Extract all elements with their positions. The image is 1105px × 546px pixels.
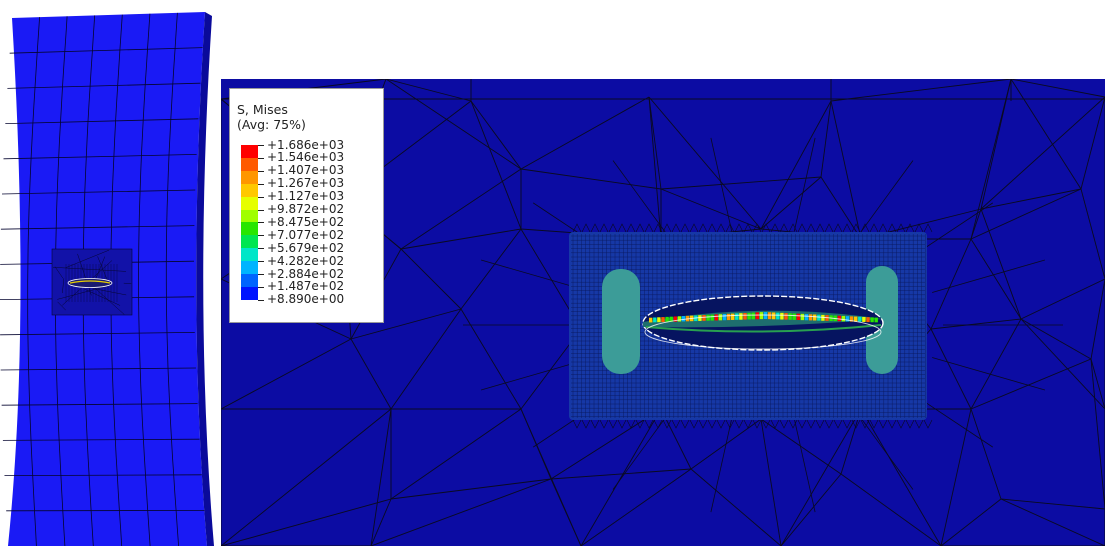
hole [643, 296, 883, 350]
legend-value: +7.077e+02 [267, 229, 344, 242]
legend-swatch [241, 184, 258, 197]
legend-tick [258, 274, 264, 275]
legend-tick [258, 248, 264, 249]
legend-tick [258, 210, 264, 211]
legend-tick [258, 171, 264, 172]
legend-value: +4.282e+02 [267, 255, 344, 268]
legend-tick [258, 300, 264, 301]
deformed-plate [0, 12, 214, 546]
stress-legend: S, Mises (Avg: 75%) +1.686e+03+1.546e+03… [229, 88, 384, 323]
legend-value: +5.679e+02 [267, 242, 344, 255]
plate-view [0, 0, 215, 546]
legend-swatch [241, 171, 258, 184]
legend-swatch [241, 210, 258, 223]
legend-swatch [241, 197, 258, 210]
legend-value: +8.475e+02 [267, 216, 344, 229]
legend-tick [258, 222, 264, 223]
legend-tick [258, 287, 264, 288]
legend-swatch [241, 274, 258, 287]
legend-title: S, Mises [237, 103, 288, 117]
legend-swatch [241, 261, 258, 274]
legend-value: +8.890e+00 [267, 293, 344, 306]
legend-tick [258, 158, 264, 159]
legend-swatch [241, 145, 258, 158]
legend-swatch [241, 235, 258, 248]
legend-tick [258, 184, 264, 185]
legend-swatch [241, 222, 258, 235]
legend-tick [258, 261, 264, 262]
plate-hole [68, 279, 112, 288]
stress-band-left [602, 269, 640, 374]
legend-subtitle: (Avg: 75%) [237, 118, 306, 132]
plate-hole-region [52, 249, 132, 315]
legend-swatch [241, 248, 258, 261]
legend-tick [258, 145, 264, 146]
legend-swatch [241, 287, 258, 300]
legend-tick [258, 235, 264, 236]
legend-tick [258, 197, 264, 198]
legend-swatch [241, 158, 258, 171]
